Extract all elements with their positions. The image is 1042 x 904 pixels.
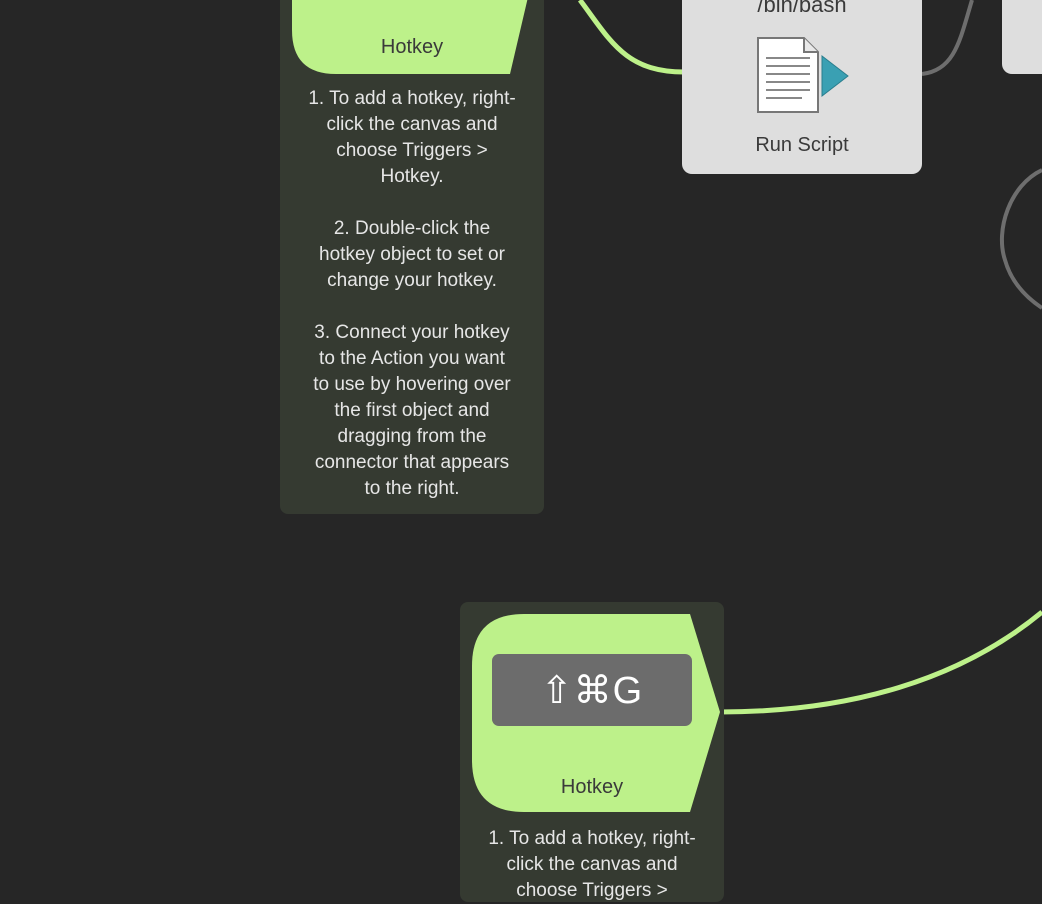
top-hotkey-note-panel: Hotkey 1. To add a hotkey, right- click … (280, 0, 544, 514)
wire-bottom-hotkey-out[interactable] (719, 610, 1042, 715)
wire-run-script-to-next[interactable] (921, 0, 974, 76)
hotkey-combination-display[interactable]: ⇧⌘G (492, 654, 692, 726)
bottom-hotkey-instructions: 1. To add a hotkey, right- click the can… (488, 828, 696, 901)
run-script-action[interactable]: /bin/bash Run Script (682, 0, 922, 174)
run-script-label: Run Script (755, 134, 849, 156)
wire-top-hotkey-to-run-script[interactable] (577, 0, 685, 75)
top-hotkey-label: Hotkey (380, 36, 444, 58)
top-hotkey-trigger[interactable] (292, 0, 544, 74)
script-path-text: /bin/bash (757, 0, 847, 17)
bottom-hotkey-label: Hotkey (560, 776, 624, 798)
bottom-hotkey-note-panel: ⇧⌘G Hotkey 1. To add a hotkey, right- cl… (460, 602, 724, 902)
next-action-card[interactable] (1002, 0, 1042, 74)
top-hotkey-instructions: 1. To add a hotkey, right- click the can… (308, 88, 516, 499)
script-document-icon (757, 37, 849, 113)
wire-loop-right[interactable] (999, 168, 1042, 310)
